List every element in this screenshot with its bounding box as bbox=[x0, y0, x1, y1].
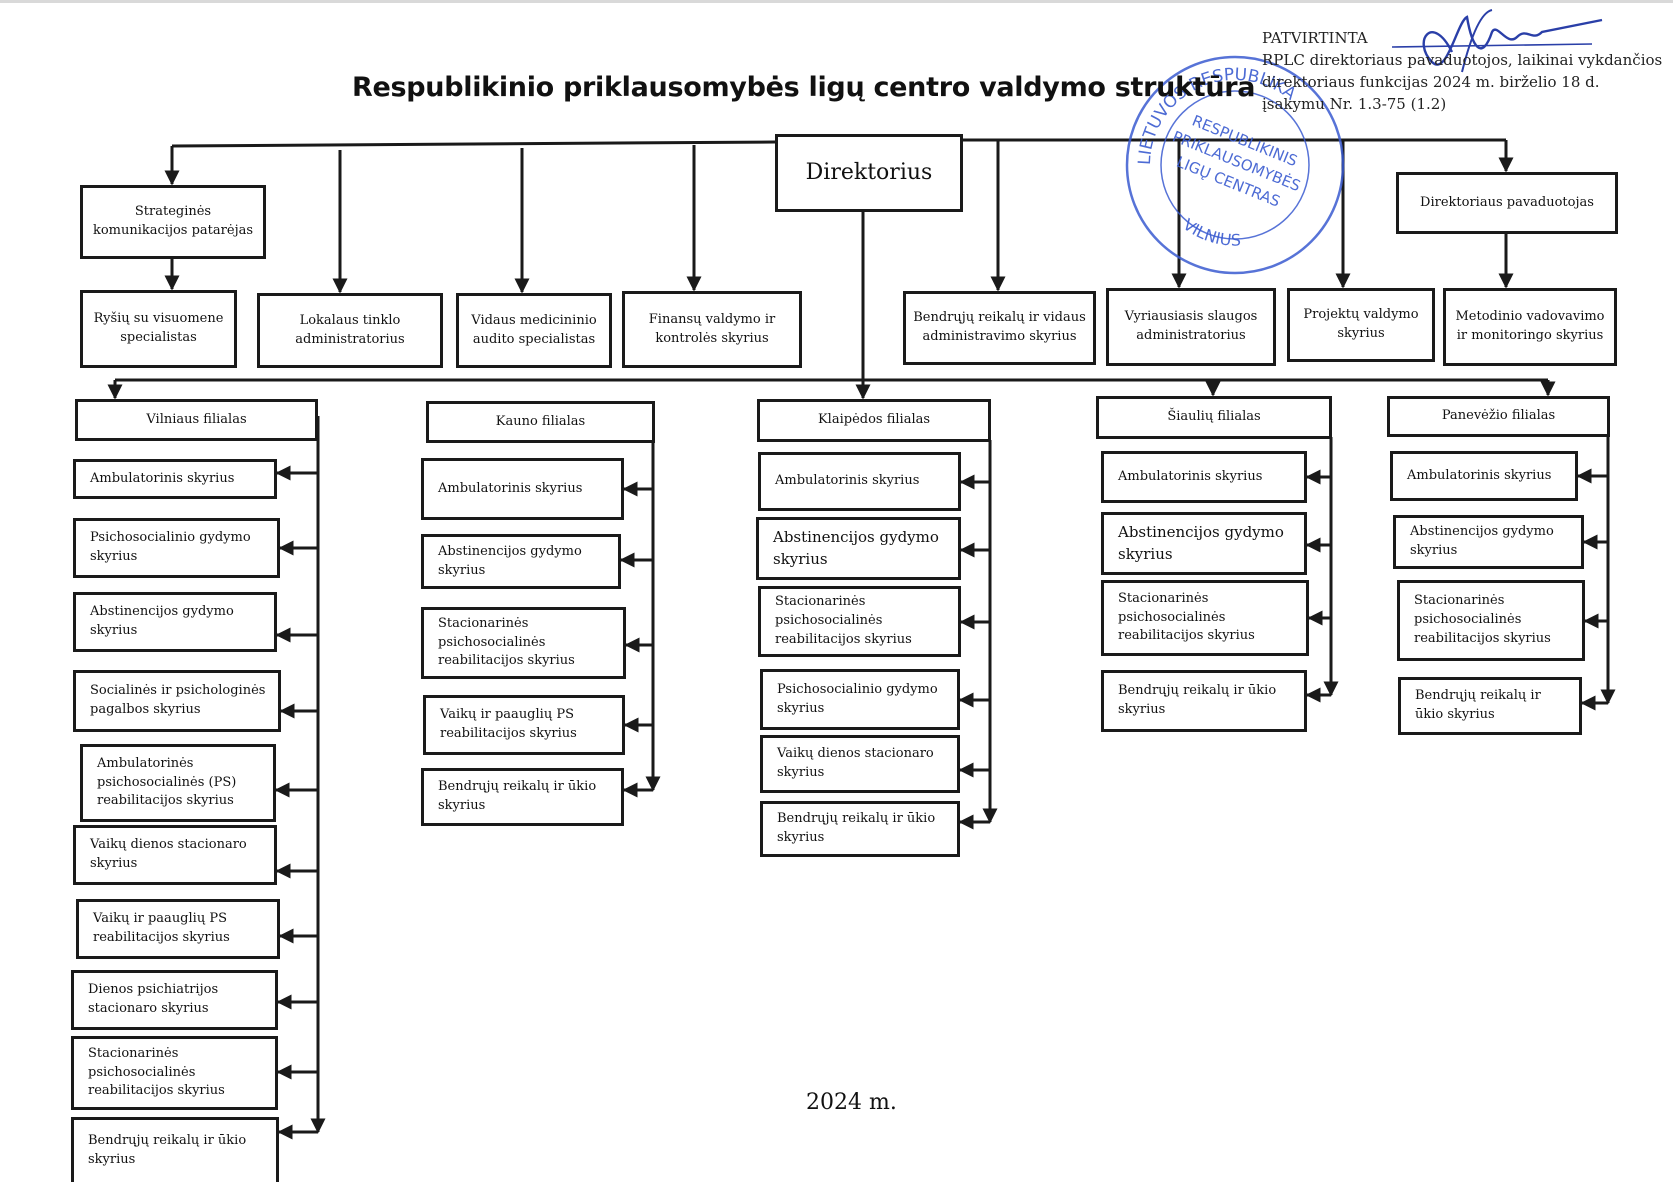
box-vilnius-unit: Socialinės ir psichologinės pagalbos sky… bbox=[73, 670, 281, 732]
page-title: Respublikinio priklausomybės ligų centro… bbox=[352, 72, 1256, 103]
year-label: 2024 m. bbox=[806, 1090, 897, 1115]
box-kaunas-unit: Abstinencijos gydymo skyrius bbox=[421, 534, 621, 589]
box-branch-klaipeda: Klaipėdos filialas bbox=[757, 399, 991, 442]
box-vilnius-unit: Vaikų ir paauglių PS reabilitacijos skyr… bbox=[76, 899, 280, 959]
box-general-affairs: Bendrųjų reikalų ir vidaus administravim… bbox=[903, 291, 1096, 365]
box-branch-panevezys: Panevėžio filialas bbox=[1387, 396, 1610, 437]
box-kaunas-unit: Bendrųjų reikalų ir ūkio skyrius bbox=[421, 768, 624, 826]
box-klaipeda-unit: Vaikų dienos stacionaro skyrius bbox=[760, 735, 960, 793]
box-deputy-director: Direktoriaus pavaduotojas bbox=[1396, 172, 1618, 234]
box-strategic-advisor: Strateginės komunikacijos patarėjas bbox=[80, 185, 266, 259]
box-vilnius-unit: Stacionarinės psichosocialinės reabilita… bbox=[71, 1036, 278, 1110]
approval-line-3: direktoriaus funkcijas 2024 m. birželio … bbox=[1262, 73, 1600, 91]
box-internal-audit: Vidaus medicininio audito specialistas bbox=[456, 293, 612, 368]
box-vilnius-unit: Bendrųjų reikalų ir ūkio skyrius bbox=[71, 1117, 279, 1182]
box-branch-vilnius: Vilniaus filialas bbox=[75, 399, 318, 441]
stamp-bottom-text: VILNIUS bbox=[1180, 215, 1241, 250]
box-klaipeda-unit: Bendrųjų reikalų ir ūkio skyrius bbox=[760, 801, 960, 857]
box-panevezys-unit: Abstinencijos gydymo skyrius bbox=[1393, 515, 1584, 569]
box-vilnius-unit: Abstinencijos gydymo skyrius bbox=[73, 592, 277, 652]
top-border bbox=[0, 0, 1673, 3]
svg-text:VILNIUS: VILNIUS bbox=[1180, 215, 1241, 250]
box-panevezys-unit: Bendrųjų reikalų ir ūkio skyrius bbox=[1398, 677, 1582, 735]
box-vilnius-unit: Vaikų dienos stacionaro skyrius bbox=[73, 825, 277, 885]
box-director: Direktorius bbox=[775, 134, 963, 212]
box-finance: Finansų valdymo ir kontrolės skyrius bbox=[622, 291, 802, 368]
box-vilnius-unit: Ambulatorinės psichosocialinės (PS) reab… bbox=[80, 744, 276, 822]
box-vilnius-unit: Ambulatorinis skyrius bbox=[73, 459, 277, 499]
box-branch-siauliai: Šiaulių filialas bbox=[1096, 396, 1332, 439]
box-chief-nursing: Vyriausiasis slaugos administratorius bbox=[1106, 288, 1276, 366]
box-siauliai-unit: Stacionarinės psichosocialinės reabilita… bbox=[1101, 580, 1309, 656]
box-projects: Projektų valdymo skyrius bbox=[1287, 288, 1435, 362]
approval-line-2: RPLC direktoriaus pavaduotojos, laikinai… bbox=[1262, 51, 1663, 69]
box-vilnius-unit: Dienos psichiatrijos stacionaro skyrius bbox=[71, 970, 278, 1030]
box-vilnius-unit: Psichosocialinio gydymo skyrius bbox=[73, 518, 280, 578]
box-kaunas-unit: Ambulatorinis skyrius bbox=[421, 458, 624, 520]
handwritten-signature bbox=[1391, 9, 1603, 73]
official-stamp: LIETUVOS RESPUBLIKA VILNIUS RESPUBLIKINI… bbox=[1125, 55, 1345, 275]
box-klaipeda-unit: Ambulatorinis skyrius bbox=[758, 452, 961, 511]
box-siauliai-unit: Ambulatorinis skyrius bbox=[1101, 451, 1307, 503]
box-methodology: Metodinio vadovavimo ir monitoringo skyr… bbox=[1443, 288, 1617, 366]
box-klaipeda-unit: Stacionarinės psichosocialinės reabilita… bbox=[758, 586, 961, 657]
box-network-admin: Lokalaus tinklo administratorius bbox=[257, 293, 443, 368]
box-public-relations: Ryšių su visuomene specialistas bbox=[80, 290, 237, 368]
box-klaipeda-unit: Psichosocialinio gydymo skyrius bbox=[760, 669, 960, 730]
approval-line-4: įsakymu Nr. 1.3-75 (1.2) bbox=[1262, 95, 1447, 113]
approval-note: PATVIRTINTA RPLC direktoriaus pavaduotoj… bbox=[1262, 27, 1662, 115]
box-kaunas-unit: Vaikų ir paauglių PS reabilitacijos skyr… bbox=[423, 695, 625, 755]
box-panevezys-unit: Stacionarinės psichosocialinės reabilita… bbox=[1397, 580, 1585, 661]
box-branch-kaunas: Kauno filialas bbox=[426, 401, 655, 443]
top-bus-left bbox=[171, 140, 776, 148]
box-siauliai-unit: Bendrųjų reikalų ir ūkio skyrius bbox=[1101, 670, 1307, 732]
box-panevezys-unit: Ambulatorinis skyrius bbox=[1390, 451, 1578, 501]
box-siauliai-unit: Abstinencijos gydymo skyrius bbox=[1101, 512, 1307, 575]
box-kaunas-unit: Stacionarinės psichosocialinės reabilita… bbox=[421, 607, 626, 679]
approval-line-1: PATVIRTINTA bbox=[1262, 29, 1368, 47]
box-klaipeda-unit: Abstinencijos gydymo skyrius bbox=[756, 517, 961, 580]
